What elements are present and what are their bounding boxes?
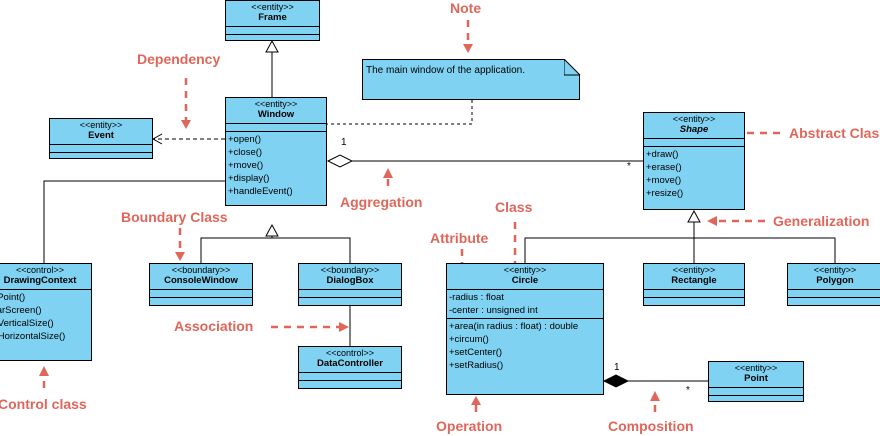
class-point[interactable]: <<entity>> Point: [708, 361, 804, 402]
note-text: The main window of the application.: [366, 65, 525, 76]
note-box[interactable]: The main window of the application.: [362, 59, 580, 100]
class-stereotype: <<entity>>: [79, 120, 123, 130]
class-name: Frame: [258, 12, 287, 23]
operation-row: +move(): [646, 175, 682, 186]
label-composition: Composition: [608, 418, 694, 434]
class-circle[interactable]: <<entity>> Circle -radius : float -cente…: [446, 263, 604, 395]
operation-row: +getVerticalSize(): [0, 318, 54, 329]
boundary-generalization-line: [200, 237, 351, 263]
operation-row: +setPoint(): [0, 292, 26, 303]
aggregation-multiplicity-one: 1: [341, 137, 347, 148]
class-name: Polygon: [816, 275, 854, 286]
label-abstract-class: Abstract Class: [789, 125, 880, 141]
class-data-controller[interactable]: <<control>> DataController: [298, 346, 402, 389]
class-stereotype: <<entity>>: [672, 265, 716, 275]
shape-generalization-arrowhead: [687, 209, 701, 223]
operation-row: +setRadius(): [449, 360, 504, 371]
composition-multiplicity-one: 1: [614, 362, 620, 373]
aggregation-diamond: [326, 154, 354, 168]
class-polygon[interactable]: <<entity>> Polygon: [787, 263, 880, 306]
note-corner-fold: [564, 59, 581, 76]
class-stereotype: <<entity>>: [254, 99, 298, 109]
class-name: Circle: [511, 275, 539, 286]
label-boundary-class: Boundary Class: [121, 209, 228, 225]
note-anchor-line: [326, 100, 473, 125]
class-shape[interactable]: <<entity>> Shape +draw() +erase() +move(…: [643, 112, 745, 210]
label-note: Note: [450, 0, 482, 16]
class-name: Event: [88, 130, 114, 141]
class-stereotype: <<boundary>>: [320, 265, 380, 275]
class-stereotype: <<entity>>: [672, 114, 716, 124]
class-event[interactable]: <<entity>> Event: [49, 118, 153, 159]
operation-row: +handleEvent(): [228, 186, 293, 197]
composition-diamond: [602, 374, 630, 388]
class-stereotype: <<control>>: [15, 265, 65, 275]
operation-row: +move(): [228, 160, 264, 171]
operation-row: +getHorizontalSize(): [0, 331, 66, 342]
operation-row: +setCenter(): [449, 347, 503, 358]
class-drawing-context[interactable]: <<control>> DrawingContext +setPoint() +…: [0, 263, 92, 361]
class-stereotype: <<control>>: [325, 348, 375, 358]
operation-row: +clearScreen(): [0, 305, 42, 316]
operation-row: +erase(): [646, 162, 682, 173]
attribute-row: -radius : float: [449, 292, 504, 303]
operation-row: +circum(): [449, 334, 489, 345]
composition-multiplicity-many: *: [686, 385, 690, 396]
class-stereotype: <<entity>>: [813, 265, 857, 275]
class-name: DataController: [317, 358, 383, 369]
class-stereotype: <<entity>>: [503, 265, 547, 275]
window-drawingcontext-line: [43, 180, 225, 263]
class-rectangle[interactable]: <<entity>> Rectangle: [643, 263, 745, 306]
label-association: Association: [174, 318, 254, 334]
operation-row: +close(): [228, 147, 263, 158]
operation-row: +display(): [228, 173, 270, 184]
label-aggregation: Aggregation: [340, 194, 423, 210]
boundary-generalization-arrowhead: [265, 223, 279, 237]
class-stereotype: <<entity>>: [734, 363, 778, 373]
aggregation-multiplicity-many: *: [627, 161, 631, 172]
label-control-class: Control class: [0, 396, 87, 412]
class-dialog-box[interactable]: <<boundary>> DialogBox: [298, 263, 402, 306]
label-generalization: Generalization: [773, 213, 870, 229]
operation-row: +open(): [228, 134, 262, 145]
class-console-window[interactable]: <<boundary>> ConsoleWindow: [149, 263, 253, 306]
label-operation: Operation: [436, 418, 503, 434]
class-window[interactable]: <<entity>> Window +open() +close() +move…: [225, 97, 327, 206]
operation-row: +resize(): [646, 188, 684, 199]
class-stereotype: <<entity>>: [251, 2, 294, 12]
operation-row: +draw(): [646, 149, 679, 160]
dependency-arrowhead: [151, 133, 163, 145]
label-attribute: Attribute: [430, 230, 489, 246]
class-name: DialogBox: [326, 275, 374, 286]
label-dependency: Dependency: [137, 51, 221, 67]
class-name: DrawingContext: [3, 275, 77, 286]
class-name: Window: [257, 109, 295, 120]
operation-row: +area(in radius : float) : double: [449, 321, 579, 332]
class-name: ConsoleWindow: [164, 275, 238, 286]
class-name-abstract: Shape: [679, 124, 709, 135]
generalization-arrowhead: [265, 39, 279, 53]
label-class: Class: [495, 199, 533, 215]
shape-generalization-line: [524, 237, 836, 263]
class-name: Rectangle: [671, 275, 717, 286]
class-frame[interactable]: <<entity>> Frame: [225, 0, 320, 41]
class-stereotype: <<boundary>>: [171, 265, 231, 275]
attribute-row: -center : unsigned int: [449, 305, 538, 316]
class-name: Point: [744, 373, 768, 384]
